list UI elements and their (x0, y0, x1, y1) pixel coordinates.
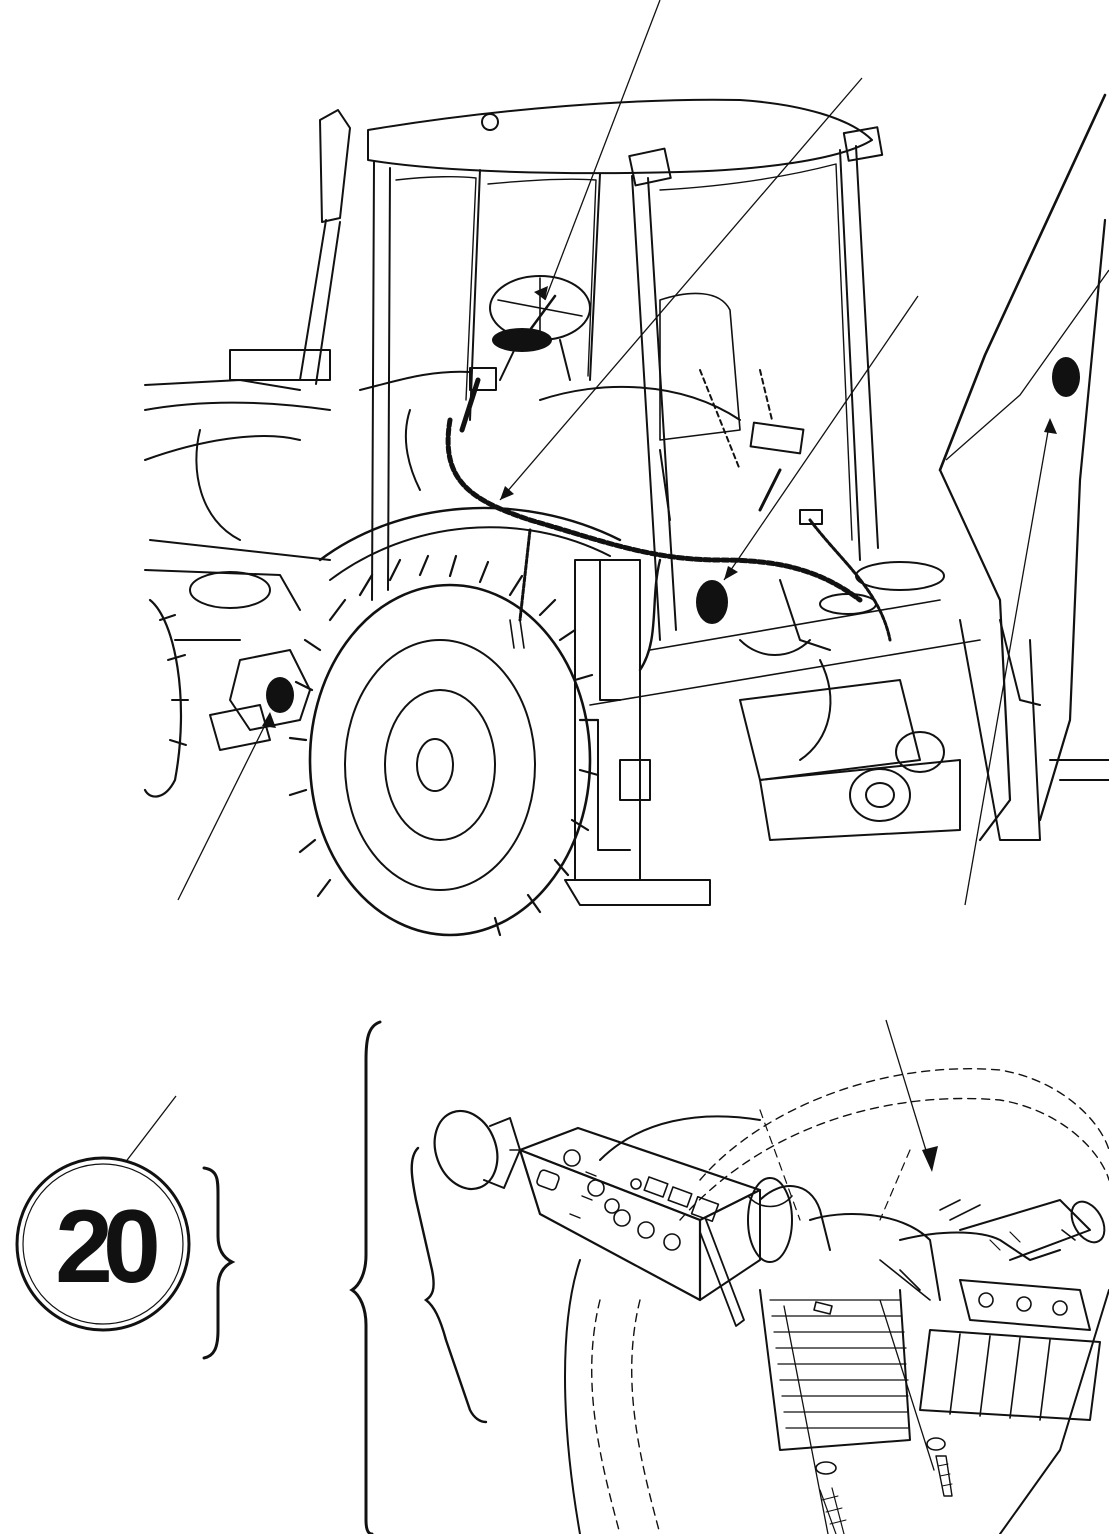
marker-dot (696, 580, 728, 624)
marker-dot (492, 328, 552, 352)
wiring-harness-icon (359, 370, 892, 672)
wheel-tyre-icon (288, 554, 600, 937)
connector-icon (749, 421, 805, 455)
reference-callout: 20 (15, 1095, 191, 1332)
marker-dot (266, 677, 294, 713)
washer-icon (815, 1461, 837, 1475)
leader-lines (885, 1019, 933, 1171)
control-panel-icon (433, 1109, 762, 1327)
arrow-heads (262, 286, 1057, 728)
screw-icon (783, 1301, 847, 1534)
control-panel-icon (899, 1199, 1106, 1261)
group-braces (202, 1020, 488, 1534)
steering-controls-detail (433, 1068, 1109, 1534)
screw-icon (879, 1299, 953, 1497)
connector-icon (799, 509, 823, 525)
leader-lines (177, 0, 1109, 906)
washer-icon (926, 1437, 946, 1451)
connector-icon (469, 367, 497, 391)
tractor-cab-illustration (143, 93, 1109, 937)
reference-number: 20 (55, 1189, 157, 1305)
marker-dot (1052, 357, 1080, 397)
arrow-heads (922, 1146, 938, 1172)
